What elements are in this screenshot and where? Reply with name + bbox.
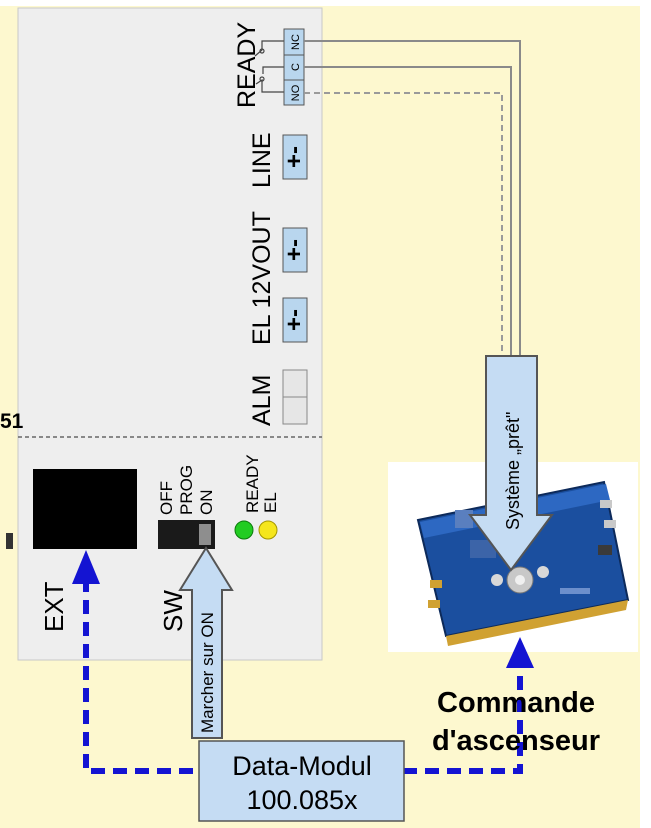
partial-model-label: 51 xyxy=(0,410,24,433)
alm-label: ALM xyxy=(248,375,276,426)
terminal-c: C xyxy=(290,63,302,71)
ready-callout-text: Système „prêt" xyxy=(503,412,523,530)
terminal-no: NO xyxy=(290,84,302,101)
ext-bus-arrowhead xyxy=(72,550,100,584)
led-label-el: EL xyxy=(261,492,280,513)
data-bus xyxy=(83,578,523,774)
ready-label: READY xyxy=(233,22,261,108)
terminal-nc: NC xyxy=(290,34,302,50)
switch-callout-arrow: Marcher sur ON xyxy=(178,546,234,739)
line-label: LINE xyxy=(248,132,276,188)
controller-label-line1: Commande xyxy=(437,687,595,719)
el12vout-terminal-2: +- xyxy=(281,297,308,343)
relay-symbol xyxy=(254,40,284,93)
alm-terminal xyxy=(282,369,308,425)
el12vout-terminal-2-label: +- xyxy=(281,309,308,331)
controller-bus-arrowhead xyxy=(506,637,534,668)
device-panel xyxy=(17,7,323,661)
el12vout-terminal-1-label: +- xyxy=(281,239,308,261)
line-terminal: +- xyxy=(281,134,308,180)
data-module-box: Data-Modul 100.085x xyxy=(198,740,405,822)
ready-wires xyxy=(304,40,521,358)
mode-switch xyxy=(158,520,215,549)
el-led-yellow xyxy=(258,520,278,540)
sw-label: SW xyxy=(158,590,188,632)
controller-label-line2: d'ascenseur xyxy=(432,725,600,757)
data-module-number: 100.085x xyxy=(246,785,358,815)
el12vout-label: EL 12VOUT xyxy=(248,211,276,345)
switch-label-off: OFF xyxy=(157,481,176,515)
el12vout-terminal-1: +- xyxy=(281,227,308,273)
ext-label: EXT xyxy=(39,581,69,632)
ready-led-green xyxy=(234,520,254,540)
relay-terminal-block: NC C NO xyxy=(283,28,305,106)
switch-label-prog: PROG xyxy=(177,465,196,515)
line-terminal-label: +- xyxy=(281,146,308,168)
switch-label-on: ON xyxy=(197,490,216,516)
ext-connector xyxy=(33,469,137,549)
data-module-name: Data-Modul xyxy=(232,751,372,781)
left-connector-stub xyxy=(6,533,13,549)
ready-callout-arrow: Système „prêt" xyxy=(468,355,554,572)
led-label-ready: READY xyxy=(243,454,262,513)
switch-callout-text: Marcher sur ON xyxy=(198,612,217,733)
